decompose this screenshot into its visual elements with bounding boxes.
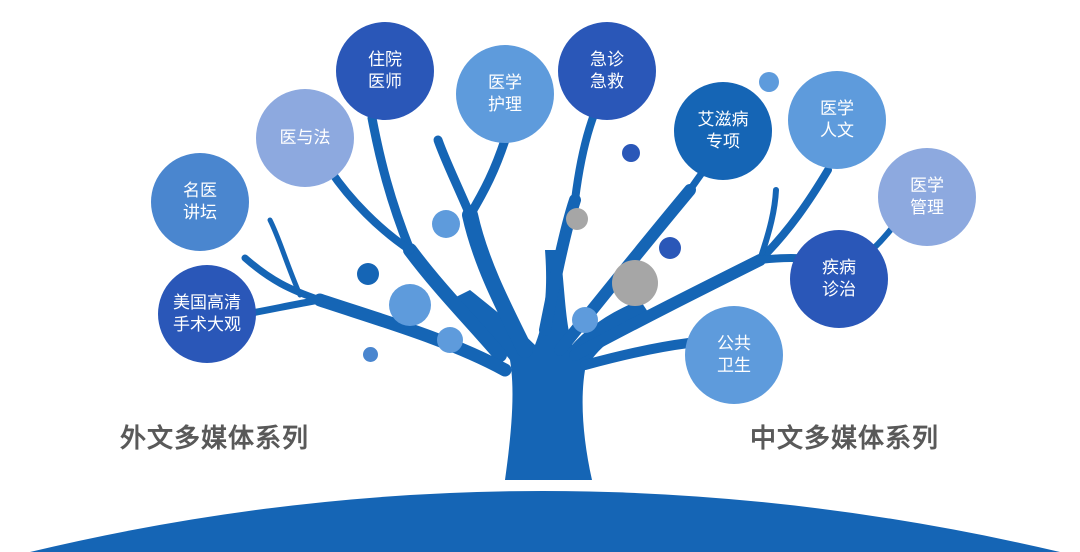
tree-trunk [450, 250, 650, 480]
decorative-dot [432, 210, 460, 238]
bubble-label: 医学人文 [820, 99, 854, 141]
decorative-dot [437, 327, 463, 353]
bubble-label: 美国高清手术大观 [173, 293, 241, 335]
decorative-dot [612, 260, 658, 306]
bubble-usa-hd-surgery[interactable]: 美国高清手术大观 [158, 265, 256, 363]
tree-branch [241, 254, 324, 304]
bubble-public-health[interactable]: 公共卫生 [685, 306, 783, 404]
tree-branch [756, 166, 832, 264]
foreign-series-label: 外文多媒体系列 [120, 424, 310, 454]
tree-branch [757, 187, 779, 263]
tree-trunk-and-branches [236, 91, 895, 480]
tree-branch [267, 217, 303, 298]
tree-branch [433, 135, 475, 220]
tree-branch [326, 166, 414, 254]
ground-hill [30, 491, 1060, 552]
bubble-label: 疾病诊治 [822, 258, 856, 300]
tree-branch [465, 135, 510, 220]
bubble-medical-nursing[interactable]: 医学护理 [456, 45, 554, 143]
decorative-dot [759, 72, 779, 92]
decorative-dot [566, 208, 588, 230]
decorative-dot [622, 144, 640, 162]
bubble-label: 医学护理 [488, 73, 522, 115]
bubble-medicine-and-law[interactable]: 医与法 [256, 89, 354, 187]
tree-branch [367, 113, 415, 255]
tree-branch [313, 293, 512, 377]
decorative-dot [389, 284, 431, 326]
bubble-label: 艾滋病专项 [697, 110, 749, 152]
decorative-dot [659, 237, 681, 259]
decorative-dot [363, 347, 378, 362]
bubble-label: 急诊急救 [590, 50, 624, 92]
tree-branch [462, 207, 533, 358]
bubble-label: 医与法 [279, 128, 331, 148]
bubble-medical-humanities[interactable]: 医学人文 [788, 71, 886, 169]
decorative-dot [357, 263, 379, 285]
tree-branch [403, 243, 507, 362]
bubble-label: 住院医师 [368, 50, 402, 92]
chinese-series-label: 中文多媒体系列 [750, 424, 940, 454]
bubble-label: 名医讲坛 [183, 181, 217, 223]
bubble-medical-management[interactable]: 医学管理 [878, 148, 976, 246]
bubble-emergency-rescue[interactable]: 急诊急救 [558, 22, 656, 120]
bubble-resident-physician[interactable]: 住院医师 [336, 22, 434, 120]
tree-branch [569, 254, 766, 361]
bubble-famous-doctor-forum[interactable]: 名医讲坛 [151, 153, 249, 251]
tree-branch [571, 108, 599, 204]
bubble-label: 公共卫生 [717, 334, 751, 376]
bubble-disease-diagnosis[interactable]: 疾病诊治 [790, 230, 888, 328]
bubble-label: 医学管理 [910, 176, 944, 218]
decorative-dot [572, 307, 598, 333]
bubble-aids-special[interactable]: 艾滋病专项 [674, 82, 772, 180]
